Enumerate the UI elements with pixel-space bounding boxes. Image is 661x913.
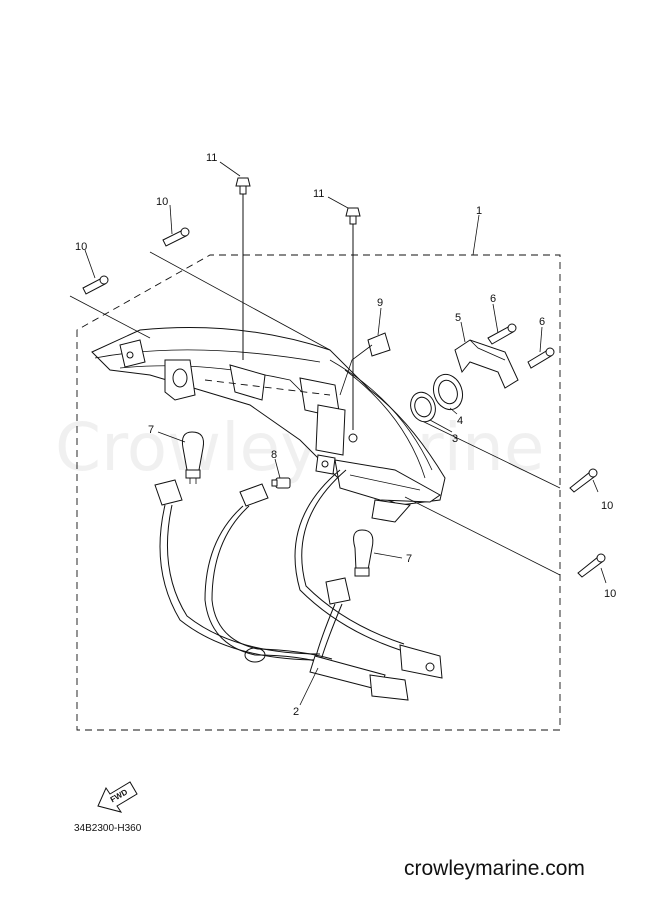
ring-3 [410, 391, 436, 423]
callout-6-upper: 6 [490, 293, 496, 305]
callout-6-lower: 6 [539, 316, 545, 328]
callout-7-left: 7 [148, 424, 154, 436]
callout-8: 8 [271, 449, 277, 461]
screw-10-right-lower [404, 496, 606, 578]
callout-3: 3 [452, 433, 458, 445]
callout-11-right: 11 [313, 188, 324, 200]
fwd-arrow: FWD [97, 781, 138, 813]
screw-6-upper [487, 323, 517, 345]
bulb-8 [271, 477, 291, 489]
seal-4 [432, 373, 464, 411]
leader-lines [84, 161, 607, 706]
callout-10-top-upper: 10 [156, 196, 168, 208]
callout-labels: 11 11 10 10 1 9 6 5 6 4 3 7 8 7 10 10 2 [75, 152, 616, 718]
assembly-boundary [76, 254, 561, 731]
callout-2: 2 [293, 706, 299, 718]
callout-1: 1 [476, 205, 482, 217]
bolt-11-right [345, 207, 361, 430]
tail-light-housing [91, 327, 446, 523]
site-url[interactable]: crowleymarine.com [404, 857, 585, 880]
callout-11-left: 11 [206, 152, 217, 164]
callout-10-top-lower: 10 [75, 241, 87, 253]
callout-5: 5 [455, 312, 461, 324]
bulb-7-right [353, 529, 374, 577]
callout-7-right: 7 [406, 553, 412, 565]
bulb-7-left [181, 431, 204, 484]
grommet-9 [339, 332, 391, 396]
screw-10-right-upper [419, 419, 598, 493]
bolt-11-left [235, 177, 251, 360]
callout-10-right-lower: 10 [604, 588, 616, 600]
screw-6-lower [527, 347, 555, 369]
diagram-code: 34B2300-H360 [74, 823, 142, 834]
callout-10-right-upper: 10 [601, 500, 613, 512]
callout-4: 4 [457, 415, 463, 427]
screw-10-top-lower [69, 275, 151, 339]
callout-9: 9 [377, 297, 383, 309]
wire-harness-2 [154, 469, 443, 701]
bracket-5 [454, 339, 519, 389]
screw-10-top-upper [149, 227, 331, 351]
